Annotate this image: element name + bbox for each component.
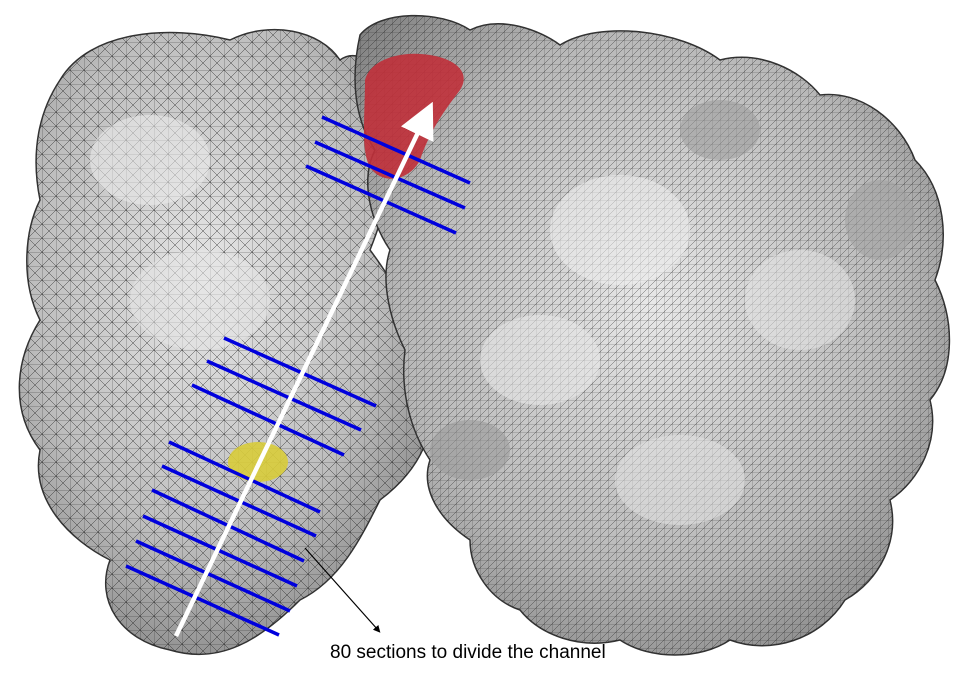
annotation-caption: 80 sections to divide the channel (330, 642, 606, 664)
